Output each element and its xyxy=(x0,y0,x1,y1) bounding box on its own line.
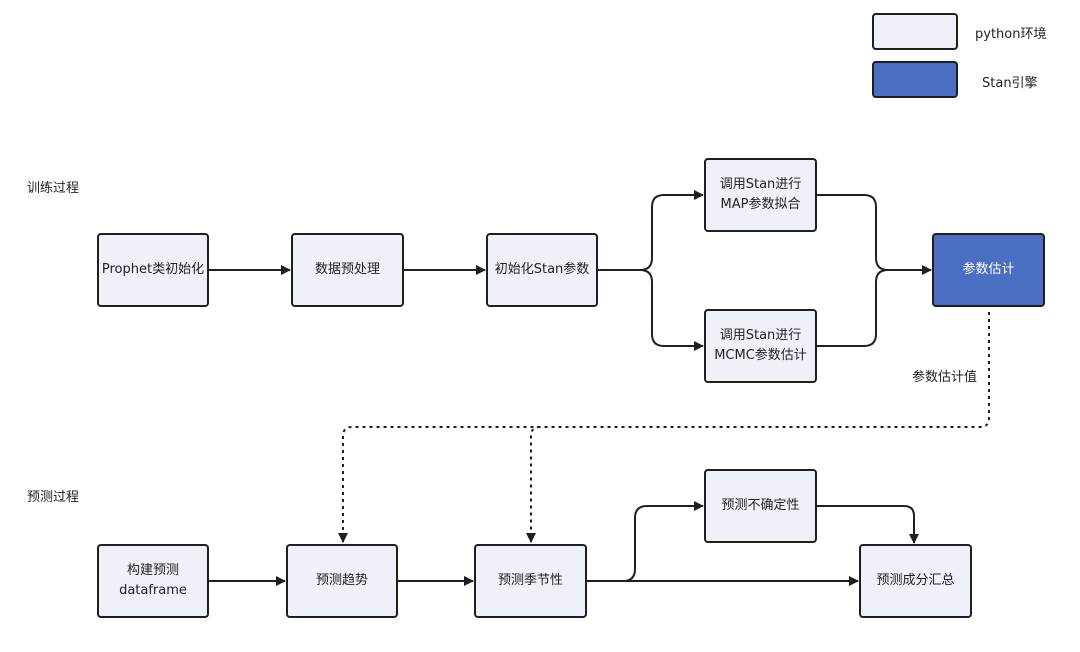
node-data-preprocess: 数据预处理 xyxy=(291,233,404,307)
dashed-param-value xyxy=(338,312,990,543)
node-data-preprocess-text: 数据预处理 xyxy=(314,262,380,277)
arrow-mcmc-to-param xyxy=(817,269,889,347)
arrow-uncertainty-to-sum xyxy=(817,505,919,544)
legend-stan-swatch xyxy=(872,61,958,98)
node-mcmc-estimate-line2: MCMC参数估计 xyxy=(714,348,807,363)
section-training-label: 训练过程 xyxy=(27,181,80,196)
legend-stan-label: Stan引擎 xyxy=(982,76,1038,91)
node-prophet-init: Prophet类初始化 xyxy=(97,233,209,307)
node-init-stan-params-text: 初始化Stan参数 xyxy=(494,262,590,277)
node-predict-sum-text: 预测成分汇总 xyxy=(876,573,955,588)
arrow-initstan-to-mcmc xyxy=(639,269,704,351)
node-param-estimate-text: 参数估计 xyxy=(962,262,1015,277)
node-map-fit: 调用Stan进行 MAP参数拟合 xyxy=(704,158,817,232)
node-map-fit-line2: MAP参数拟合 xyxy=(720,197,801,212)
node-mcmc-estimate: 调用Stan进行 MCMC参数估计 xyxy=(704,309,817,383)
node-predict-sum: 预测成分汇总 xyxy=(859,544,972,618)
node-build-dataframe: 构建预测 dataframe xyxy=(97,544,209,618)
arrow-season-to-uncertainty xyxy=(587,501,704,582)
node-build-dataframe-line2: dataframe xyxy=(119,583,187,598)
arrow-map-to-param xyxy=(817,194,932,275)
node-prophet-init-text: Prophet类初始化 xyxy=(101,262,205,277)
node-predict-uncertainty: 预测不确定性 xyxy=(704,469,817,543)
node-map-fit-line1: 调用Stan进行 xyxy=(719,177,802,192)
legend-python-label: python环境 xyxy=(975,27,1047,42)
node-predict-uncertainty-text: 预测不确定性 xyxy=(721,498,800,513)
node-predict-seasonality: 预测季节性 xyxy=(474,544,587,618)
node-init-stan-params: 初始化Stan参数 xyxy=(486,233,598,307)
edge-label-param-value: 参数估计值 xyxy=(912,370,978,385)
node-mcmc-estimate-line1: 调用Stan进行 xyxy=(719,328,802,343)
node-param-estimate: 参数估计 xyxy=(932,233,1045,307)
section-prediction-label: 预测过程 xyxy=(27,490,80,505)
arrow-initstan-to-map xyxy=(598,190,704,271)
node-predict-trend-text: 预测趋势 xyxy=(315,573,368,588)
node-predict-trend: 预测趋势 xyxy=(286,544,398,618)
dashed-param-to-season xyxy=(526,426,541,543)
node-predict-seasonality-text: 预测季节性 xyxy=(497,573,563,588)
legend-python-swatch xyxy=(872,13,958,50)
node-build-dataframe-line1: 构建预测 xyxy=(126,563,179,578)
